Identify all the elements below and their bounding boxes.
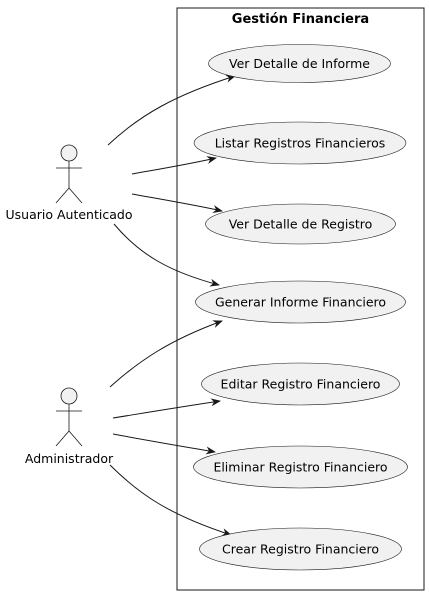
use-case-label: Eliminar Registro Financiero — [213, 460, 387, 475]
association-user-uc1 — [107, 74, 236, 146]
use-case-eliminar-registro: Eliminar Registro Financiero — [193, 445, 408, 489]
use-case-label: Ver Detalle de Informe — [229, 56, 370, 71]
use-case-editar-registro: Editar Registro Financiero — [201, 362, 400, 406]
association-user-uc4 — [113, 223, 220, 287]
association-admin-uc5 — [112, 398, 221, 419]
system-title: Gestión Financiera — [232, 12, 369, 27]
use-case-crear-registro: Crear Registro Financiero — [199, 527, 402, 571]
use-case-label: Listar Registros Financieros — [215, 136, 386, 151]
actor-administrador: Administrador — [25, 387, 114, 466]
association-user-uc3 — [131, 193, 223, 213]
associations — [107, 74, 236, 536]
use-case-label: Ver Detalle de Registro — [229, 217, 373, 232]
use-case-label: Editar Registro Financiero — [221, 377, 381, 392]
use-case-ver-detalle-informe: Ver Detalle de Informe — [208, 44, 391, 83]
use-case-label: Generar Informe Financiero — [215, 295, 386, 310]
use-case-ver-detalle-registro: Ver Detalle de Registro — [205, 203, 396, 245]
actor-label: Administrador — [25, 451, 114, 466]
actor-label: Usuario Autenticado — [6, 207, 133, 222]
association-user-uc2 — [131, 156, 217, 175]
actor-icon — [55, 144, 83, 204]
association-admin-uc6 — [112, 433, 216, 455]
association-admin-uc4 — [109, 320, 223, 388]
use-case-label: Crear Registro Financiero — [222, 542, 379, 557]
use-case-generar-informe: Generar Informe Financiero — [195, 280, 406, 324]
actor-usuario-autenticado: Usuario Autenticado — [6, 144, 133, 222]
use-case-listar-registros: Listar Registros Financieros — [193, 121, 407, 165]
association-admin-uc7 — [109, 464, 232, 536]
use-cases: Ver Detalle de Informe Listar Registros … — [193, 44, 408, 571]
actor-icon — [55, 387, 83, 447]
